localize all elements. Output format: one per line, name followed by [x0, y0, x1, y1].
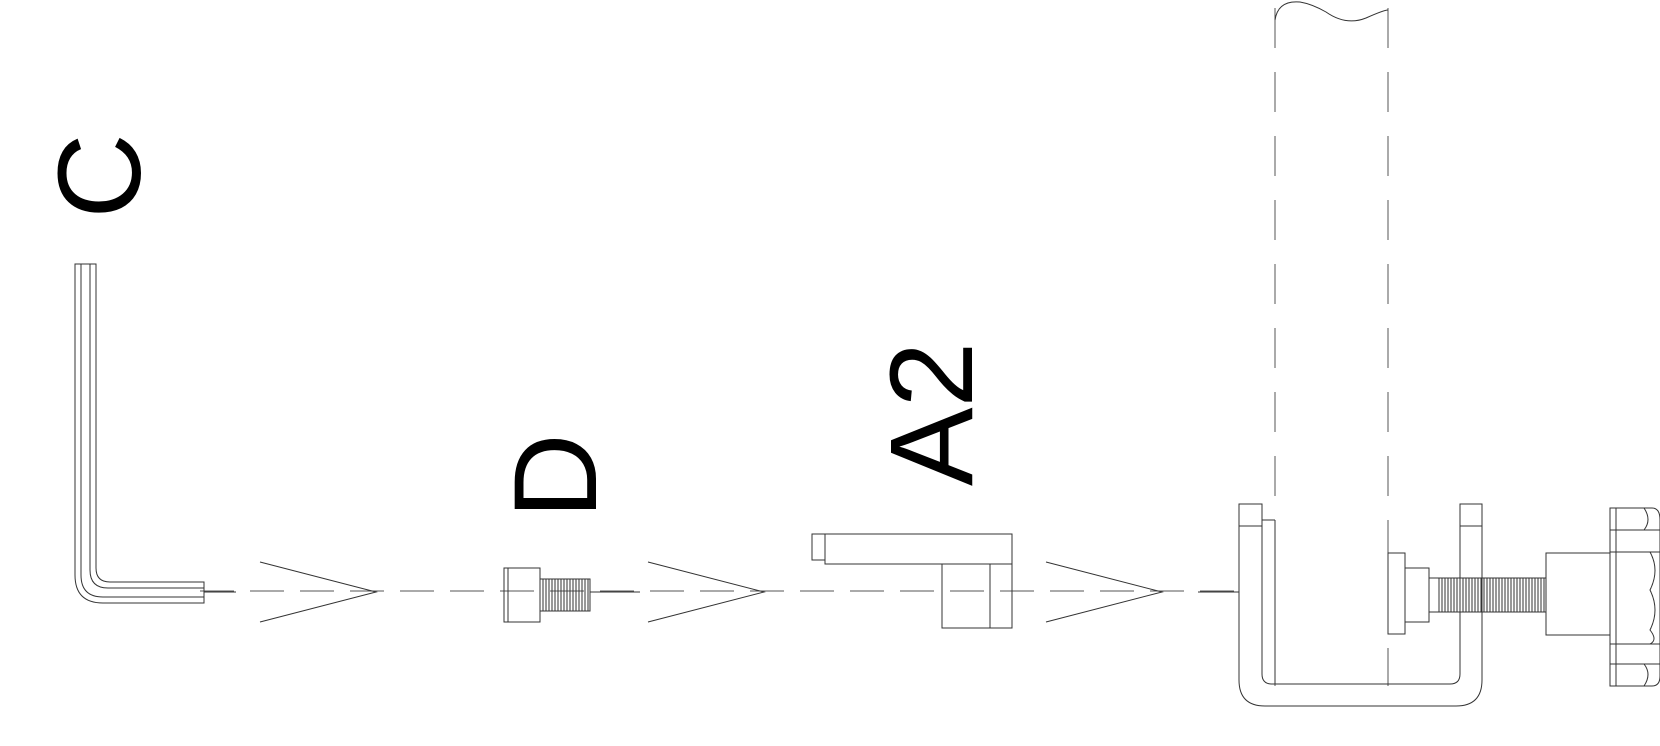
bracket-icon [811, 533, 1013, 629]
label-hex-key: C [34, 133, 166, 218]
label-bracket: A2 [866, 342, 998, 486]
label-screw: D [490, 433, 622, 518]
arrow-icon [1045, 561, 1164, 623]
arrow-icon [259, 561, 378, 623]
screw-icon [503, 567, 640, 623]
arrow-icon [647, 561, 766, 623]
hex-key-icon [74, 263, 236, 604]
tube-break [1274, 1, 1389, 22]
clamp-icon [1198, 1, 1660, 707]
